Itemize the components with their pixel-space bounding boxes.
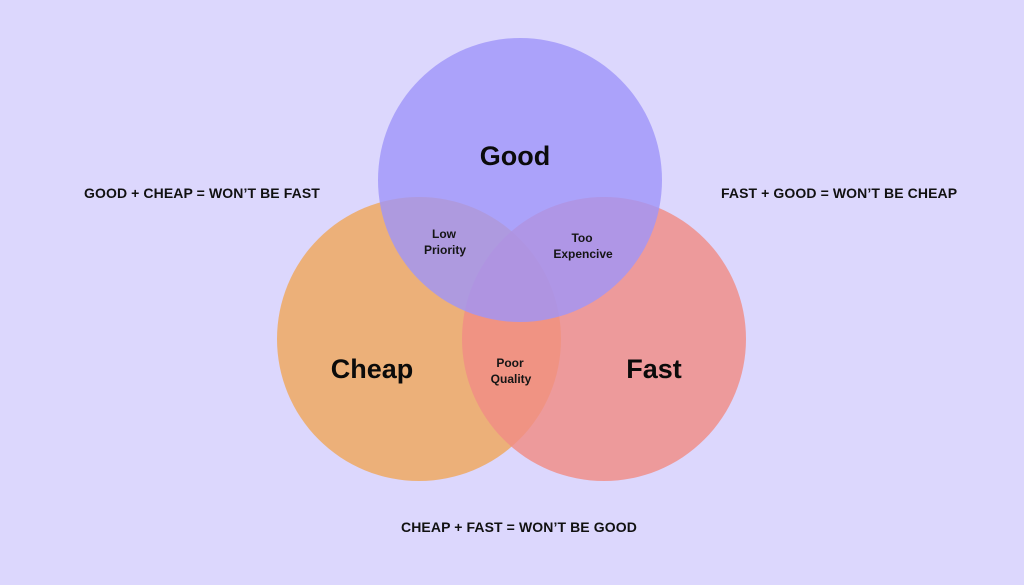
overlap-label-good-fast-line1: Too (571, 231, 592, 245)
overlap-label-cheap-fast-line1: Poor (496, 356, 524, 370)
overlap-label-good-cheap-line2: Priority (424, 243, 466, 257)
overlap-label-good-cheap-line1: Low (432, 227, 457, 241)
circle-label-cheap: Cheap (331, 354, 414, 384)
overlap-label-cheap-fast-line2: Quality (491, 372, 532, 386)
rule-cheap-fast: CHEAP + FAST = WON’T BE GOOD (401, 519, 637, 535)
circle-label-fast: Fast (626, 354, 682, 384)
overlap-label-good-fast-line2: Expencive (553, 247, 613, 261)
circle-good (378, 38, 662, 322)
rule-good-cheap: GOOD + CHEAP = WON’T BE FAST (84, 185, 320, 201)
circle-label-good: Good (480, 141, 550, 171)
rule-fast-good: FAST + GOOD = WON’T BE CHEAP (721, 185, 958, 201)
